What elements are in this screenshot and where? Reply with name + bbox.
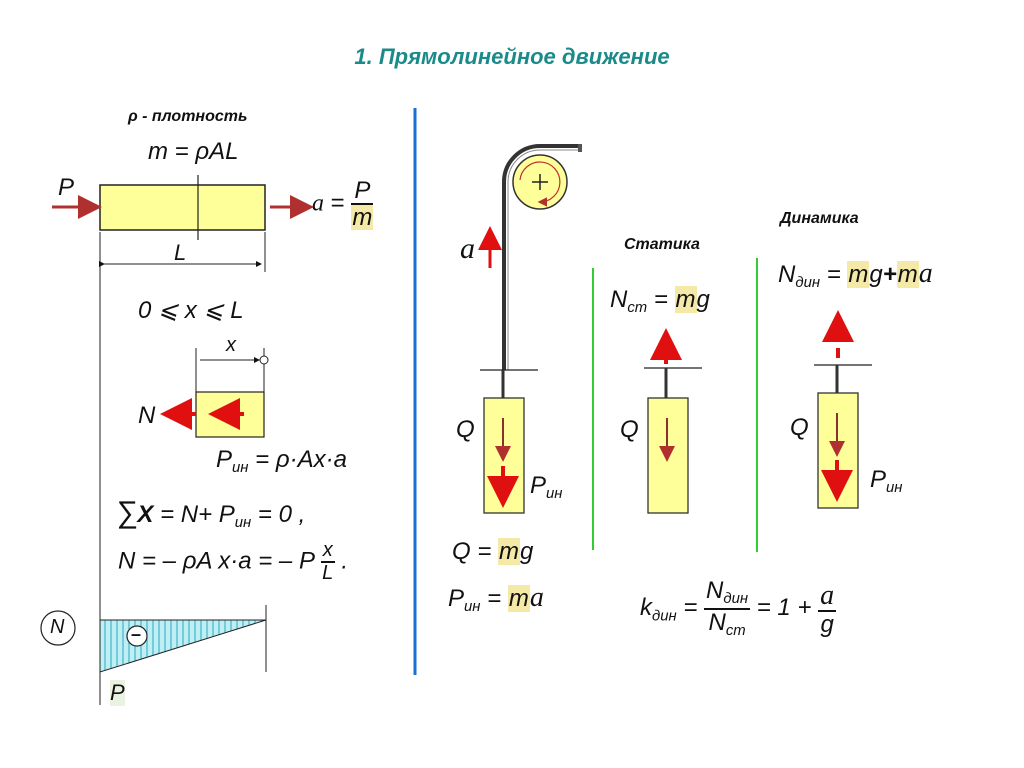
statics-Q-label: Q (620, 416, 639, 443)
middle-a-label: a (460, 232, 475, 265)
rope (502, 144, 578, 370)
force-P-label: P (58, 174, 75, 201)
bottom-P-label: P (110, 680, 125, 706)
x-label: x (226, 334, 236, 356)
length-L-label: L (174, 240, 187, 265)
circle-N (40, 610, 76, 646)
middle-Pin-label: Pин (530, 472, 563, 503)
minus-sign: – (131, 624, 142, 644)
minus-circle (126, 625, 148, 647)
dynamics-heading: Динамика (780, 210, 859, 227)
p-eq: Pин = ma (448, 582, 544, 616)
normal-force-diagram (99, 619, 267, 673)
dynamics-Pin-label: Pин (870, 466, 903, 497)
sum-formula: ∑X = N+ Pин = 0 , (116, 496, 306, 532)
density-label: ρ - плотность (128, 108, 248, 125)
statics-heading: Статика (624, 236, 700, 253)
N-label: N (138, 402, 156, 429)
bar-rect (99, 184, 266, 231)
circle-N-label: N (50, 616, 65, 638)
statics-eq: Ncт = mg (610, 286, 710, 317)
dynamics-eq: Nдин = mg+ma (778, 258, 933, 292)
q-eq: Q = mg (452, 538, 534, 565)
middle-Q-label: Q (456, 416, 475, 443)
range-label: 0 ⩽ x ⩽ L (138, 297, 244, 324)
dynamics-Q-label: Q (790, 414, 809, 441)
mass-formula: m = ρAL (148, 138, 239, 165)
slide-title: 1. Прямолинейное движение (354, 44, 670, 69)
pin-formula: Pин = ρ·Ax·a (216, 446, 347, 477)
